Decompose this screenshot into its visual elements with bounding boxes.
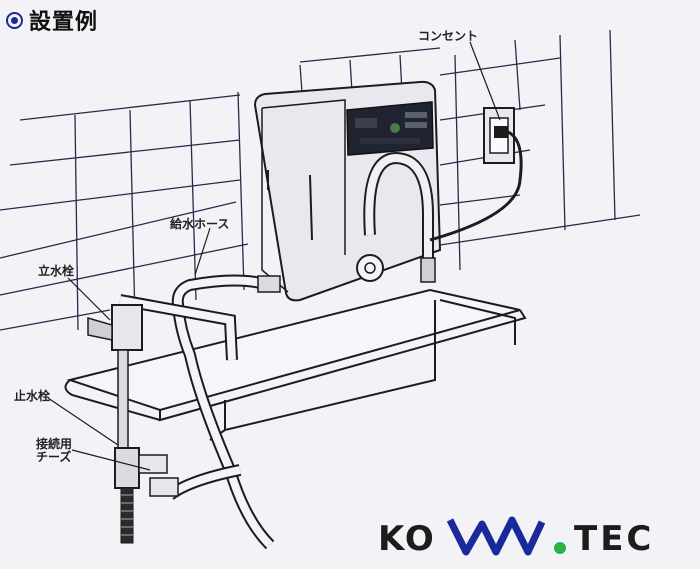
- brand-dot-icon: [554, 542, 566, 554]
- power-cord: [429, 130, 523, 242]
- brand-wave-icon: [446, 516, 546, 556]
- leader-lines: [47, 41, 501, 471]
- water-heater-unit: [253, 80, 442, 302]
- page-title: 設置例: [29, 10, 99, 35]
- label-supply-hose: 給水ホース: [170, 217, 230, 231]
- wall-tile-grid: [0, 29, 641, 331]
- spout-knob: [356, 254, 384, 282]
- label-outlet: コンセント: [418, 29, 479, 43]
- label-connection-tee-line1: 接続用: [36, 437, 73, 451]
- brand-logo-right: TEC: [574, 519, 654, 558]
- sink: [64, 288, 527, 441]
- label-connection-tee: 接続用 チーズ: [36, 438, 72, 464]
- label-standing-faucet: 立水栓: [38, 264, 75, 278]
- stop-valve-and-tee: [114, 447, 179, 544]
- brand-logo-left: KO: [378, 519, 436, 558]
- label-stop-valve: 止水栓: [14, 389, 51, 403]
- bullet-icon: [6, 11, 23, 29]
- label-connection-tee-line2: チーズ: [36, 450, 72, 464]
- section-title: 設置例: [6, 4, 98, 36]
- standing-faucet: [87, 294, 238, 451]
- brand-logo: KO TEC: [378, 516, 654, 558]
- display-window: [355, 118, 377, 128]
- power-button: [390, 123, 400, 133]
